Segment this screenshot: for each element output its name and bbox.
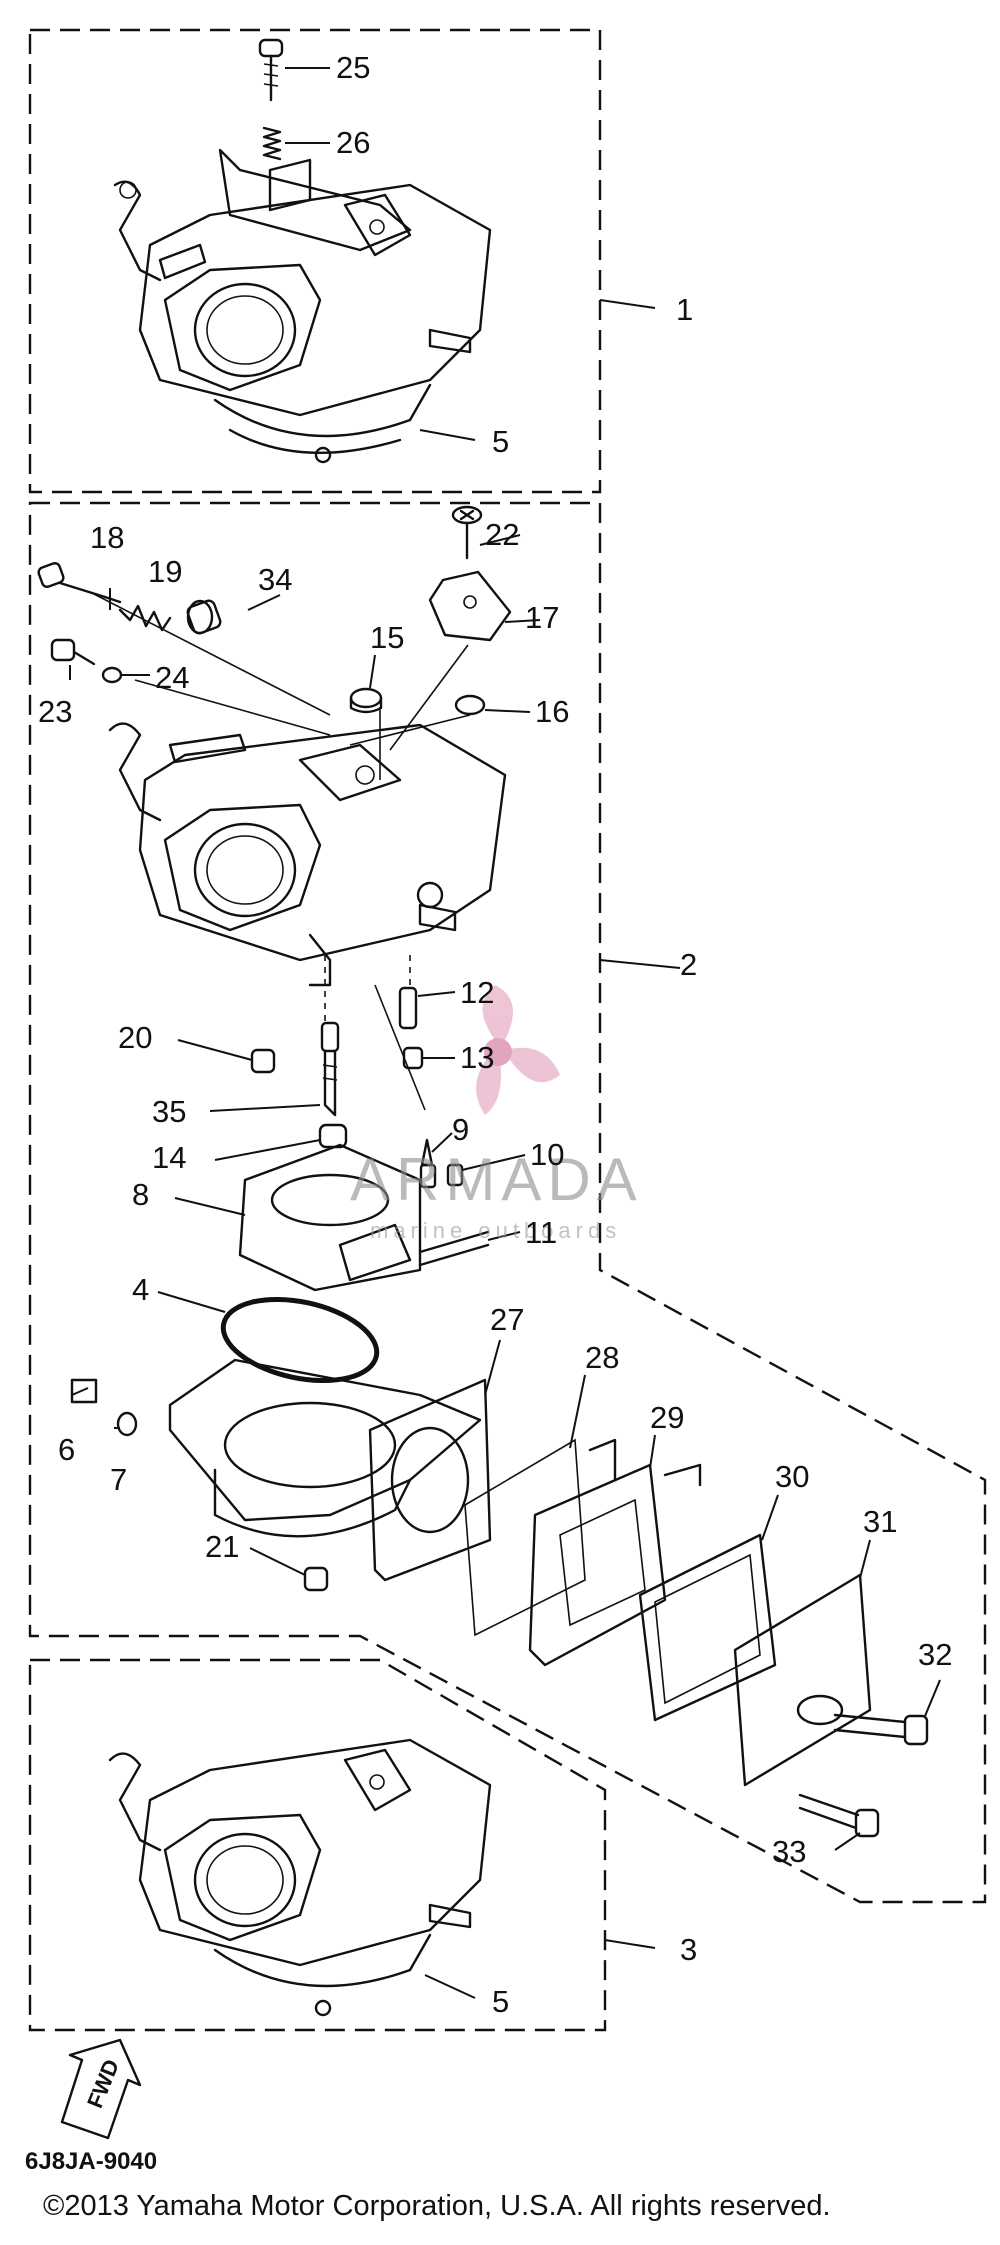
float-bowl-body	[168, 1358, 482, 1538]
watermark-tagline: marine outboards	[370, 1218, 621, 1243]
callout-6: 6	[58, 1432, 75, 1467]
part-34	[186, 599, 222, 635]
needle-valve-9	[419, 1138, 437, 1189]
carburetor-assembly-3	[108, 1738, 492, 2017]
cover-31	[733, 1573, 872, 1787]
callout-34: 34	[258, 562, 292, 597]
callout-32: 32	[918, 1637, 952, 1672]
screw-23	[50, 638, 96, 666]
screw-6	[70, 1378, 98, 1404]
callout-29: 29	[650, 1400, 684, 1435]
group-2-boundary	[28, 501, 987, 1904]
copyright-notice: ©2013 Yamaha Motor Corporation, U.S.A. A…	[43, 2190, 831, 2222]
screw-21	[303, 1566, 329, 1592]
washer-7	[116, 1411, 138, 1437]
callout-28: 28	[585, 1340, 619, 1375]
jet-12	[398, 986, 418, 1030]
callout-27: 27	[490, 1302, 524, 1337]
part-10	[446, 1163, 464, 1187]
group-label-3: 3	[680, 1932, 697, 1967]
callout-13: 13	[460, 1040, 494, 1075]
gasket-27	[368, 1378, 492, 1582]
screw-33	[798, 1793, 880, 1838]
callout-11: 11	[525, 1215, 557, 1250]
diagram-code: 6J8JA-9040	[25, 2148, 158, 2175]
spring-19	[118, 604, 172, 632]
washer-24	[101, 666, 123, 684]
screw-22	[451, 505, 483, 560]
watermark-brand: ARMADA	[350, 1146, 643, 1213]
callout-21: 21	[205, 1529, 239, 1564]
callout-4: 4	[132, 1272, 149, 1307]
float-8	[238, 1143, 422, 1292]
group-3-boundary	[28, 1658, 607, 2032]
fwd-arrow: FWD	[60, 2038, 142, 2140]
plate-17	[428, 570, 512, 642]
callout-19: 19	[148, 554, 182, 589]
screw-25	[258, 38, 284, 102]
o-ring-4	[220, 1296, 380, 1384]
callout-5-top: 5	[492, 424, 509, 459]
carburetor-body-2	[108, 722, 507, 987]
callout-24: 24	[155, 660, 189, 695]
group-label-2: 2	[680, 947, 697, 982]
screw-20	[250, 1048, 276, 1074]
screw-32	[833, 1713, 929, 1746]
needle-35	[320, 1021, 340, 1117]
group-label-1: 1	[676, 292, 693, 327]
part-14	[318, 1123, 348, 1149]
watermark: ARMADA marine outboards	[350, 985, 643, 1243]
callout-9: 9	[452, 1112, 469, 1147]
callout-18: 18	[90, 520, 124, 555]
callout-25: 25	[336, 50, 370, 85]
pump-body-29	[528, 1438, 702, 1667]
plug-15	[349, 687, 383, 714]
callout-16: 16	[535, 694, 569, 729]
screw-18	[37, 562, 122, 604]
group-1-boundary	[28, 28, 602, 494]
callout-10: 10	[530, 1137, 564, 1172]
callout-35: 35	[152, 1094, 186, 1129]
callout-23: 23	[38, 694, 72, 729]
spring-26	[262, 126, 282, 161]
fwd-label: FWD	[82, 2056, 124, 2112]
callout-33: 33	[772, 1834, 806, 1869]
propeller-logo	[476, 985, 560, 1115]
diaphragm-30	[638, 1533, 777, 1722]
callout-7: 7	[110, 1462, 127, 1497]
callout-5-bottom: 5	[492, 1984, 509, 2019]
callout-26: 26	[336, 125, 370, 160]
callout-12: 12	[460, 975, 494, 1010]
callout-8: 8	[132, 1177, 149, 1212]
callout-22: 22	[485, 517, 519, 552]
plug-16	[454, 694, 486, 716]
callout-17: 17	[525, 600, 559, 635]
callout-15: 15	[370, 620, 404, 655]
callout-14: 14	[152, 1140, 186, 1175]
callout-30: 30	[775, 1459, 809, 1494]
float-pin-11	[418, 1230, 490, 1267]
callout-20: 20	[118, 1020, 152, 1055]
carburetor-assembly-1	[113, 148, 492, 464]
gasket-28	[464, 1438, 586, 1637]
callout-31: 31	[863, 1504, 897, 1539]
